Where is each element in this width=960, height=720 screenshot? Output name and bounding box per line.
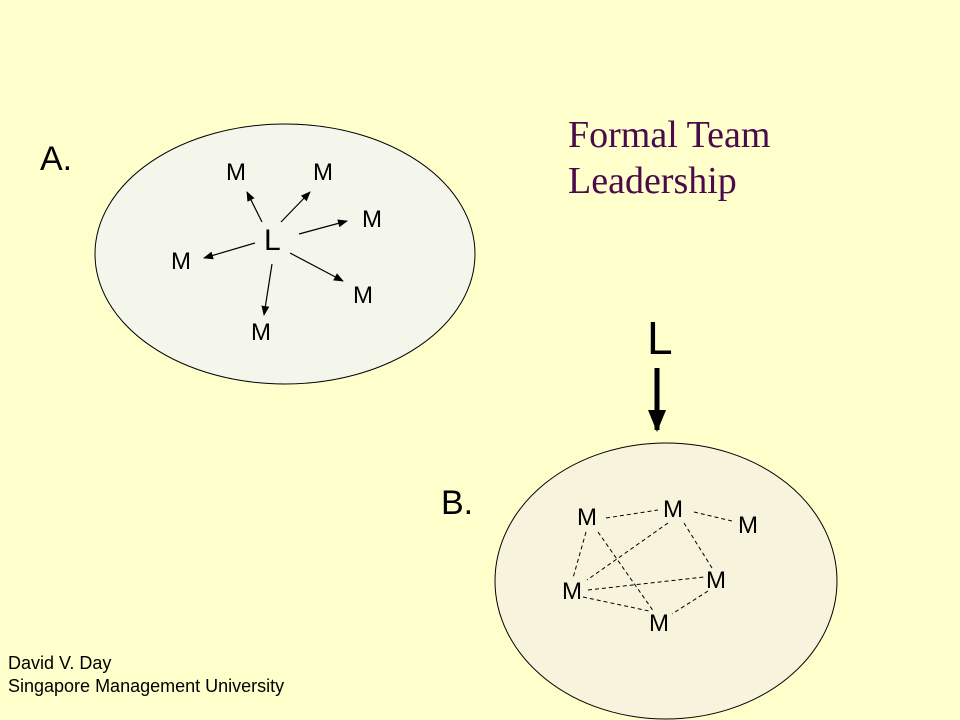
link-m1-m6 xyxy=(597,531,655,613)
slide-title: Formal Team Leadership xyxy=(568,112,770,205)
team-b-member: M xyxy=(663,496,683,523)
team-b-member: M xyxy=(738,512,758,539)
arrow-l-to-m-left xyxy=(203,242,256,260)
link-m4-m6 xyxy=(582,596,650,612)
team-a-arrows xyxy=(203,191,348,316)
team-b-connections xyxy=(572,509,733,615)
team-a-ellipse xyxy=(94,123,476,385)
panel-a-label: A. xyxy=(40,140,73,178)
panel-b-label: B. xyxy=(441,484,474,522)
team-a-member: M xyxy=(353,282,373,309)
link-m5-m6 xyxy=(671,590,709,615)
arrow-l-to-m-right xyxy=(298,219,348,235)
arrow-l-to-m-lower-right xyxy=(289,252,344,282)
team-a-member: M xyxy=(362,206,382,233)
team-a-member: M xyxy=(313,159,333,186)
link-m4-m5 xyxy=(587,576,705,591)
arrow-l-to-m-top-left xyxy=(246,191,263,223)
title-line-1: Formal Team xyxy=(568,114,771,156)
arrow-l-to-m-bottom xyxy=(261,263,273,316)
team-b-member: M xyxy=(562,578,582,605)
arrow-l-to-m-top-right xyxy=(280,191,311,223)
link-m1-m2 xyxy=(605,509,659,519)
footer-credit: David V. Day Singapore Management Univer… xyxy=(8,652,284,699)
team-a-member: M xyxy=(171,248,191,275)
team-a-leader: L xyxy=(264,224,281,257)
link-m2-m4 xyxy=(586,522,669,581)
team-b-member: M xyxy=(649,610,669,637)
team-a-member: M xyxy=(226,159,246,186)
title-line-2: Leadership xyxy=(568,160,737,203)
team-a-member: M xyxy=(251,319,271,346)
footer-affiliation: Singapore Management University xyxy=(8,676,285,697)
footer-author: David V. Day xyxy=(8,653,112,673)
team-b-member: M xyxy=(577,504,597,531)
external-leader: L xyxy=(647,312,673,364)
team-b-member: M xyxy=(706,567,726,594)
link-m2-m5 xyxy=(683,522,713,569)
link-m1-m4 xyxy=(572,531,587,579)
